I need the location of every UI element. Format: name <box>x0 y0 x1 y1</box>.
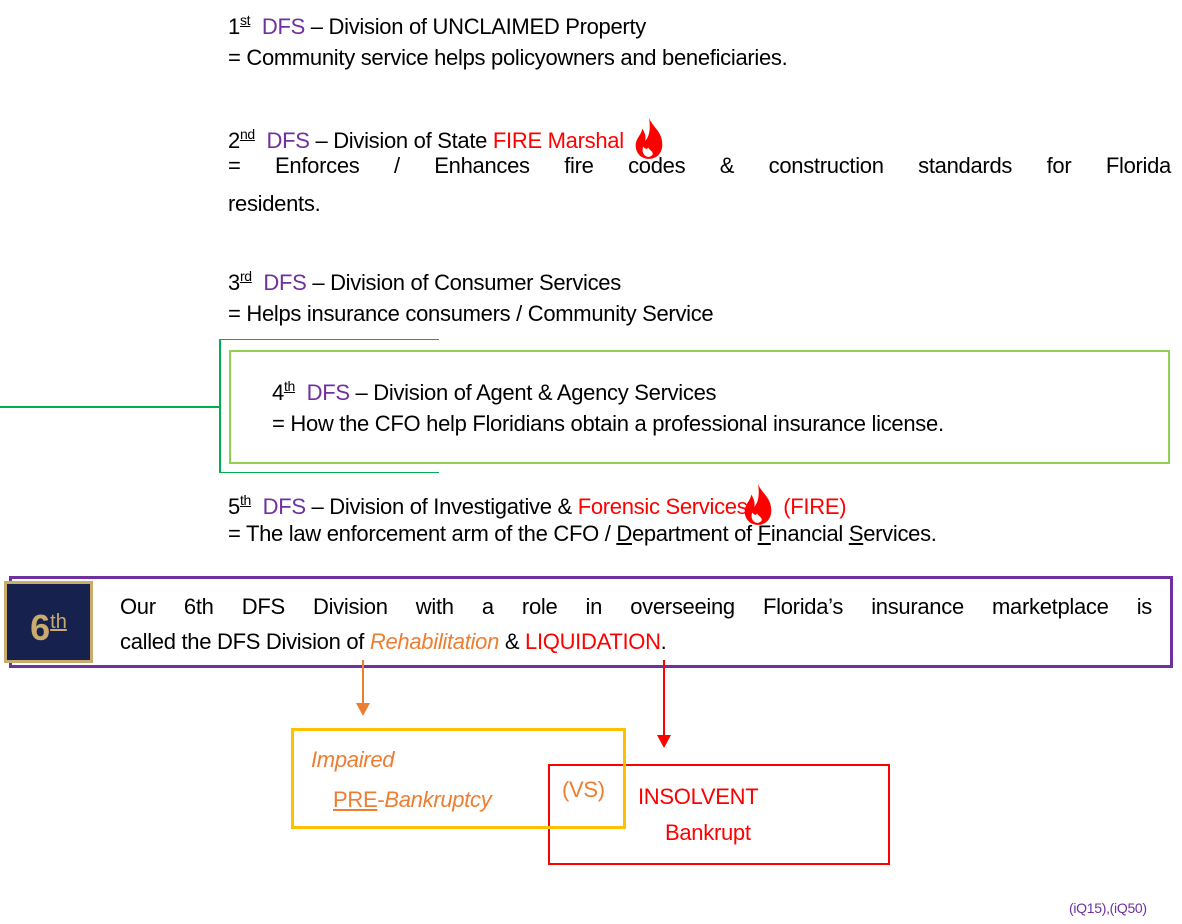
item-1-desc: = Community service helps policyowners a… <box>228 45 788 70</box>
item-4-box <box>229 350 1170 464</box>
item-3-desc: = Helps insurance consumers / Community … <box>228 301 714 326</box>
item-2-desc-line1: = Enforces / Enhances fire codes & const… <box>228 153 1171 178</box>
vs-label: (VS) <box>562 777 605 802</box>
sixth-line2: called the DFS Division of Rehabilitatio… <box>120 629 667 654</box>
item-4-desc: = How the CFO help Floridians obtain a p… <box>272 411 944 436</box>
pre-bankruptcy-label: PRE-Bankruptcy <box>333 787 492 812</box>
sixth-line1: Our 6th DFS Division with a role in over… <box>120 594 1152 619</box>
item-3-title: 3rd DFS – Division of Consumer Services <box>228 268 621 295</box>
arrow-rehab-head <box>356 703 370 716</box>
footer-ref: (iQ15),(iQ50) <box>1069 900 1147 916</box>
item-5-title: 5th DFS – Division of Investigative & Fo… <box>228 482 847 526</box>
item-2-title: 2nd DFS – Division of State FIRE Marshal <box>228 116 668 160</box>
impaired-box <box>291 728 626 829</box>
bankrupt-label: Bankrupt <box>665 820 751 845</box>
arrow-liq-head <box>657 735 671 748</box>
item-4-title: 4th DFS – Division of Agent & Agency Ser… <box>272 378 717 405</box>
insolvent-label: INSOLVENT <box>638 784 759 809</box>
item-1-title: 1st DFS – Division of UNCLAIMED Property <box>228 12 646 39</box>
bracket <box>219 339 439 473</box>
connector-line <box>0 406 220 408</box>
item-5-desc: = The law enforcement arm of the CFO / D… <box>228 521 937 546</box>
impaired-label: Impaired <box>311 747 395 772</box>
insolvent-box <box>548 764 890 865</box>
item-2-desc-line2: residents. <box>228 191 321 216</box>
sixth-badge: 6th <box>4 581 93 663</box>
